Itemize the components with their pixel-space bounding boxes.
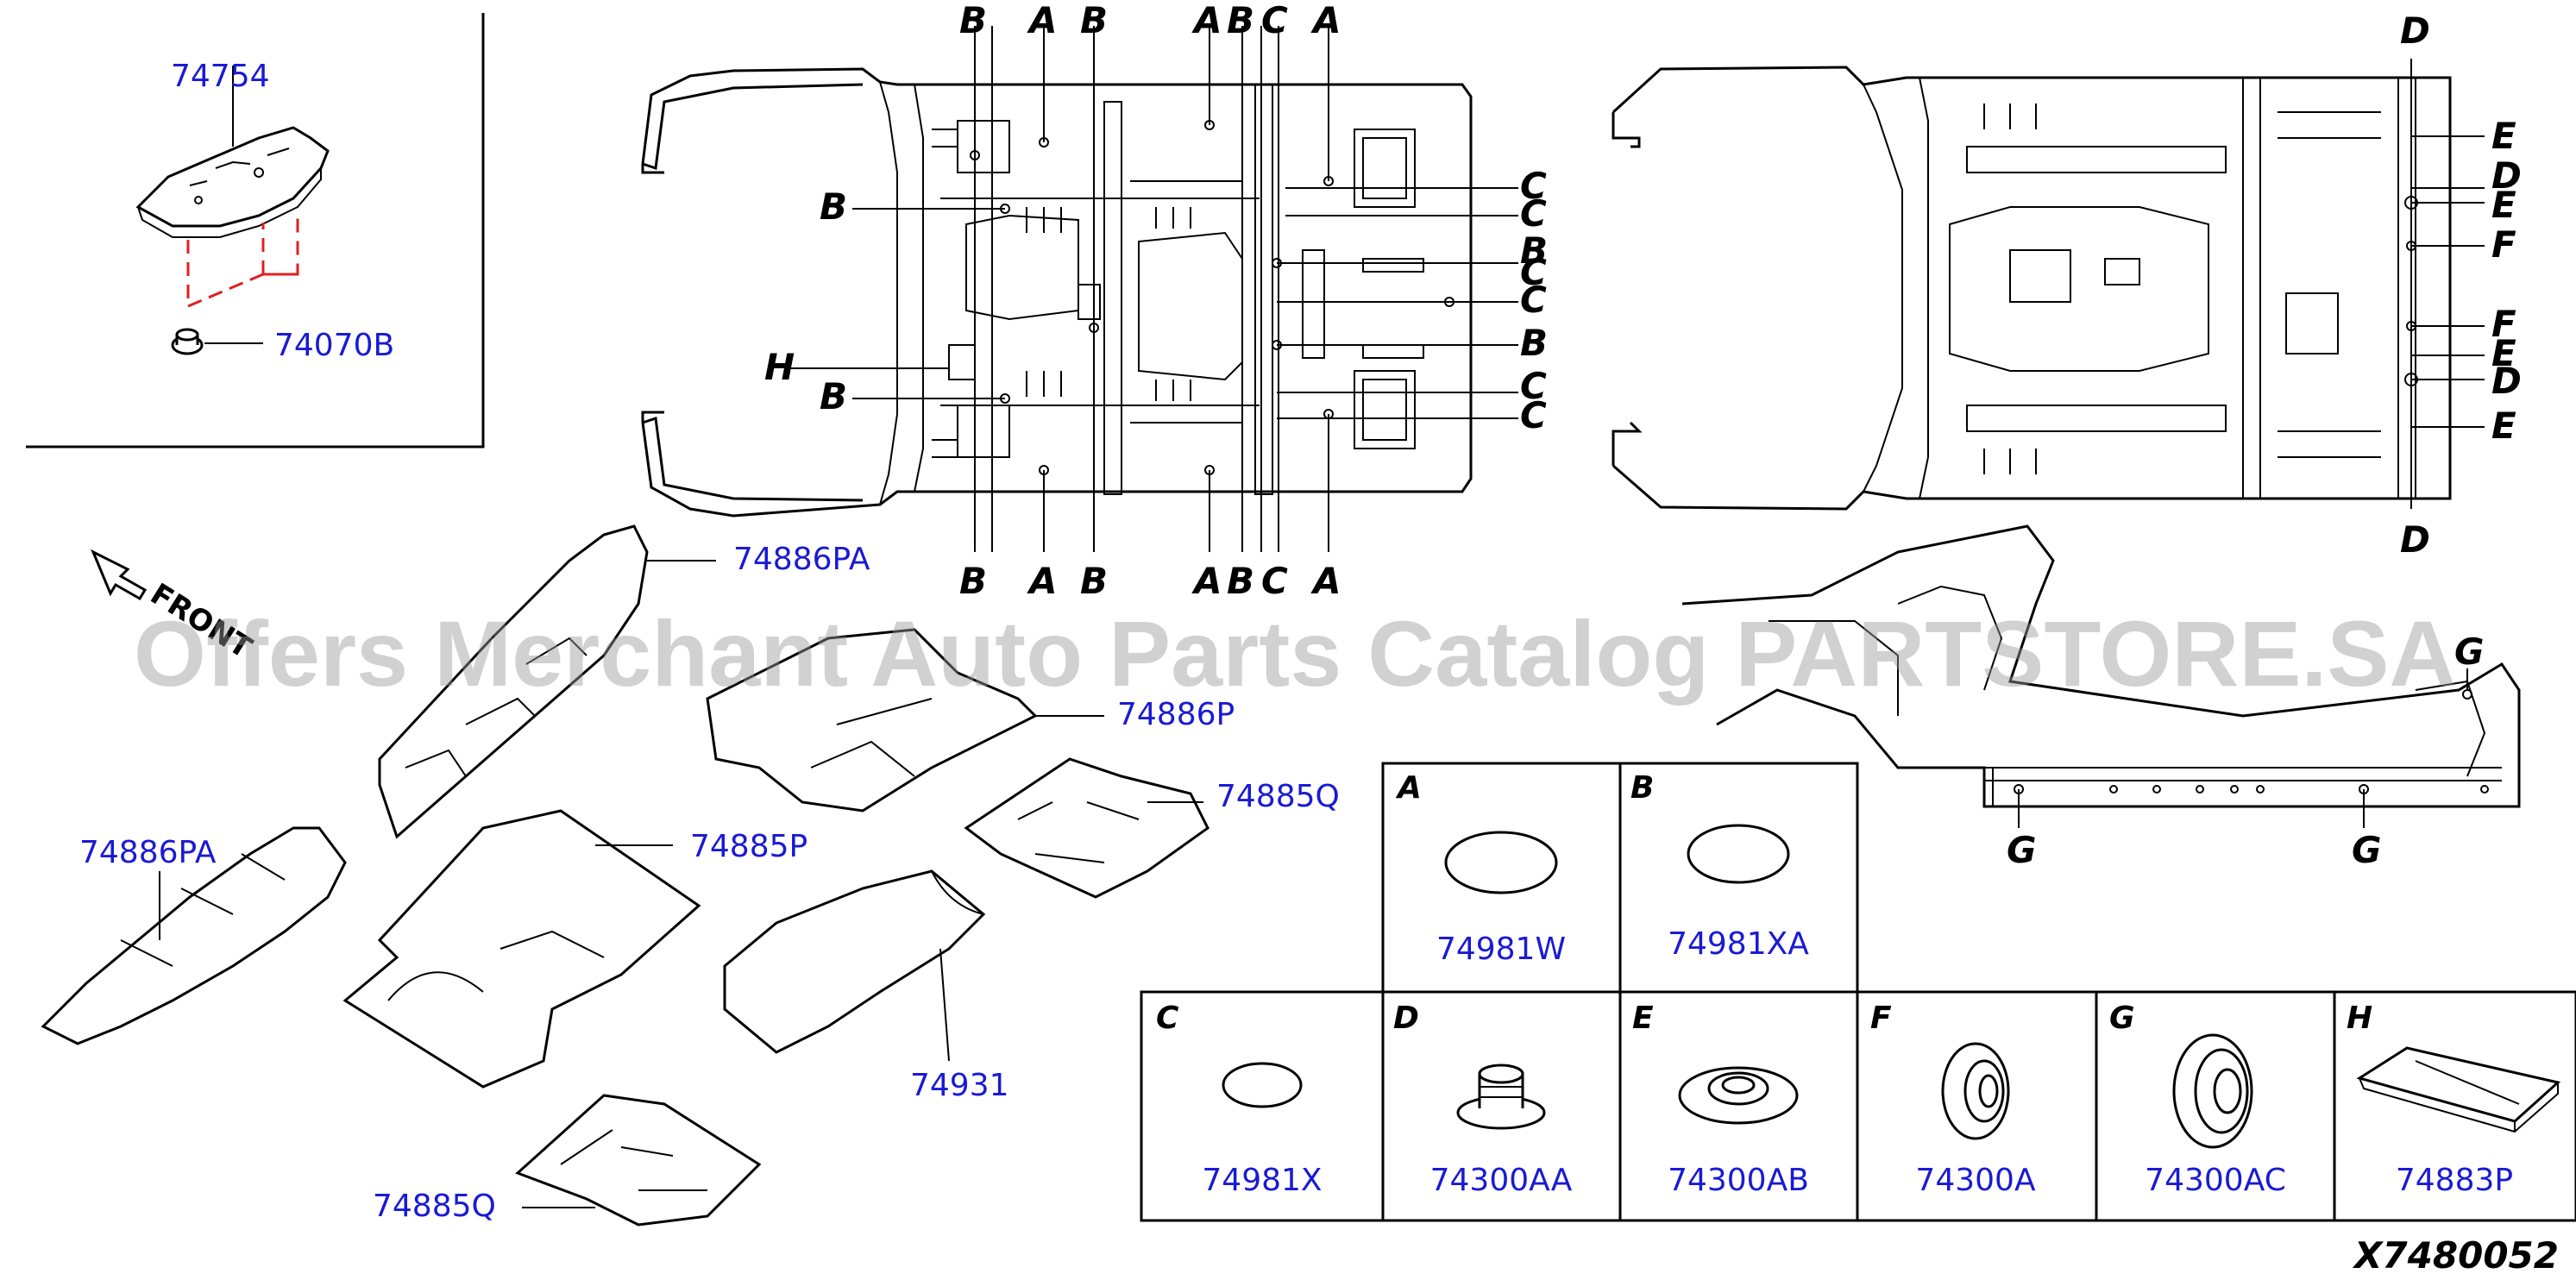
callout-74070B[interactable]: 74070B: [274, 328, 394, 363]
plan-right-label-2: C: [1520, 192, 1547, 235]
underbody-label-7: D: [2491, 360, 2522, 402]
legend-cell-F[interactable]: F 74300A: [1870, 1001, 2036, 1198]
plan-left-label-1: B: [820, 185, 847, 228]
plan-top-label-5: B: [1227, 0, 1254, 41]
plug-icon: [1687, 824, 1790, 884]
plan-bottom-label-7: A: [1310, 560, 1341, 602]
callout-74886P[interactable]: 74886P: [1117, 697, 1235, 732]
callout-74885P[interactable]: 74885P: [690, 829, 807, 864]
insulator-74754-drawing: [135, 126, 330, 238]
callout-74885Q-right[interactable]: 74885Q: [1216, 779, 1340, 814]
legend-letter-A: A: [1395, 770, 1422, 806]
legend-cell-B[interactable]: B 74981XA: [1630, 770, 1809, 962]
plan-top-label-2: A: [1027, 0, 1058, 41]
underbody-label-1: E: [2491, 115, 2516, 157]
plan-top-label-3: B: [1080, 0, 1108, 41]
callout-74754[interactable]: 74754: [171, 59, 270, 94]
callout-74885Q-bottom[interactable]: 74885Q: [373, 1189, 496, 1224]
legend-cell-H[interactable]: H 74883P: [2347, 1001, 2561, 1198]
side-label-3: G: [2454, 631, 2484, 673]
legend-part-C: 74981X: [1202, 1163, 1322, 1198]
legend-cell-E[interactable]: E 74300AB: [1632, 1001, 1809, 1198]
underbody-label-8: E: [2491, 405, 2516, 447]
plan-right-label-8: C: [1520, 394, 1547, 436]
side-label-1: G: [2007, 829, 2036, 871]
legend-part-E: 74300AB: [1668, 1163, 1809, 1198]
watermark-text: Offers Merchant Auto Parts Catalog PARTS…: [134, 601, 2456, 706]
legend-grid: A 74981W B 74981XA C 74981X D 74300AA E: [1140, 762, 2576, 1222]
plan-bottom-label-6: C: [1261, 560, 1288, 602]
insulator-74931: [723, 869, 986, 1054]
legend-part-H: 74883P: [2396, 1163, 2513, 1198]
plan-top-label-7: A: [1310, 0, 1341, 41]
plan-right-label-3: B: [1520, 229, 1548, 272]
callout-74931[interactable]: 74931: [910, 1068, 1009, 1103]
underbody-label-2: D: [2491, 154, 2522, 197]
plug-icon: [1222, 1062, 1303, 1108]
plan-top-label-1: B: [959, 0, 987, 41]
legend-letter-H: H: [2347, 1001, 2372, 1036]
insulator-74885Q-right: [964, 757, 1209, 899]
callout-74886PA-top[interactable]: 74886PA: [733, 542, 870, 577]
underbody-label-3: E: [2491, 184, 2516, 226]
legend-cell-A[interactable]: A 74981W: [1395, 770, 1566, 967]
legend-letter-E: E: [1632, 1001, 1654, 1036]
plan-right-label-5: C: [1520, 279, 1547, 321]
grommet-icon: [1941, 1042, 2010, 1140]
clip-74070B-drawing: [171, 328, 204, 355]
plan-bottom-label-2: A: [1027, 560, 1058, 602]
loose-parts: 74886PA 74886P 74885Q 74886PA 74885P 749…: [41, 524, 1340, 1227]
grommet-icon: [1678, 1066, 1799, 1125]
legend-cell-C[interactable]: C 74981X: [1156, 1001, 1323, 1198]
plan-top-label-6: C: [1261, 0, 1288, 41]
legend-cell-D[interactable]: D 74300AA: [1393, 1001, 1573, 1198]
underbody-label-4: F: [2491, 223, 2516, 266]
side-label-2: G: [2352, 829, 2381, 871]
legend-letter-B: B: [1630, 770, 1654, 806]
plan-right-label-4: C: [1520, 251, 1547, 293]
insulator-74886PA-left: [41, 826, 347, 1045]
underbody-view: D D E D E F F E D E: [1612, 9, 2522, 561]
plan-right-label-6: B: [1520, 322, 1548, 364]
plan-left-label-2: H: [764, 346, 795, 388]
legend-part-A: 74981W: [1436, 932, 1566, 967]
plan-bottom-label-4: A: [1191, 560, 1222, 602]
legend-letter-C: C: [1156, 1001, 1179, 1036]
legend-part-D: 74300AA: [1430, 1163, 1573, 1198]
inset-panel: 74754 74070B: [26, 13, 485, 449]
callout-74886PA-left[interactable]: 74886PA: [79, 835, 217, 870]
plan-leader-lines: [789, 26, 1518, 552]
pad-icon: [2356, 1046, 2561, 1133]
legend-letter-D: D: [1393, 1001, 1419, 1036]
side-view: G G G: [1681, 524, 2521, 871]
grommet-icon: [1456, 1064, 1546, 1130]
plug-icon: [1444, 831, 1558, 894]
plan-right-label-7: C: [1520, 365, 1547, 407]
underbody-bottom-label: D: [2400, 518, 2430, 561]
legend-part-F: 74300A: [1915, 1163, 2036, 1198]
insulator-74886PA-top: [378, 524, 649, 839]
legend-cell-G[interactable]: G 74300AC: [2109, 1001, 2286, 1198]
legend-part-B: 74981XA: [1668, 926, 1809, 962]
plan-right-label-1: C: [1520, 165, 1547, 207]
plan-bottom-label-3: B: [1080, 560, 1108, 602]
underbody-label-5: F: [2491, 303, 2516, 345]
diagram-code: X7480052: [2352, 1234, 2559, 1277]
plan-hole-markers: [970, 120, 1454, 475]
underbody-top-label: D: [2400, 9, 2430, 52]
floor-plan-top-view: B A B A B C A B A B A B C A B H B C C B …: [641, 0, 1548, 602]
legend-letter-G: G: [2109, 1001, 2135, 1036]
plan-bottom-label-5: B: [1227, 560, 1254, 602]
plan-bottom-label-1: B: [959, 560, 987, 602]
insulator-74885Q-bottom: [515, 1094, 762, 1227]
legend-part-G: 74300AC: [2145, 1163, 2286, 1198]
plan-left-label-3: B: [820, 375, 847, 417]
insulator-74885P: [342, 809, 701, 1089]
grommet-icon: [2172, 1033, 2253, 1149]
underbody-label-6: E: [2491, 332, 2516, 374]
legend-letter-F: F: [1870, 1001, 1892, 1036]
plan-top-label-4: A: [1191, 0, 1222, 41]
